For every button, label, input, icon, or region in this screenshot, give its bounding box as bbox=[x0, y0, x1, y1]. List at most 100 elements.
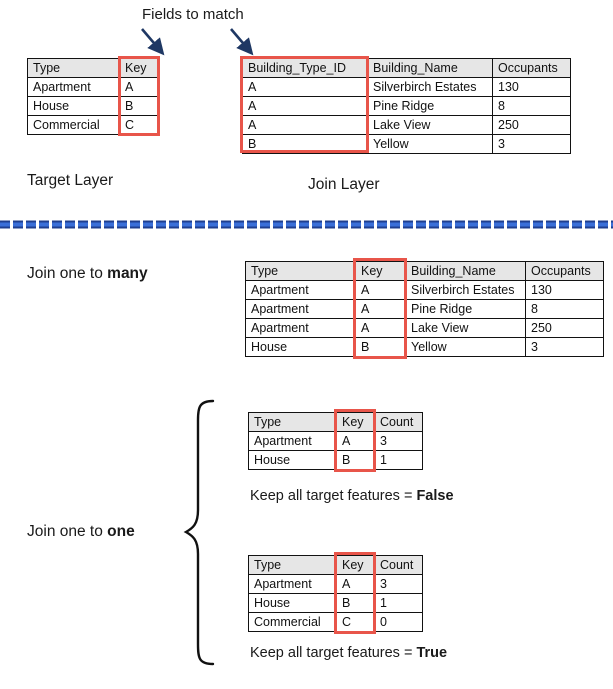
cell-occupants: 130 bbox=[492, 77, 571, 97]
table-row: A Lake View 250 bbox=[242, 115, 571, 135]
join-one-to-one-label: Join one to one bbox=[27, 523, 135, 541]
cell-building-name: Silverbirch Estates bbox=[405, 280, 526, 300]
cell-occupants: 3 bbox=[492, 134, 571, 154]
table-row: Apartment A Lake View 250 bbox=[245, 318, 604, 338]
column-header-occupants: Occupants bbox=[525, 261, 604, 281]
cell-building-type-id: B bbox=[242, 134, 368, 154]
column-header-type: Type bbox=[245, 261, 356, 281]
one-to-one-true-table-wrap: Type Key Count Apartment A 3 House B 1 C… bbox=[248, 552, 423, 634]
table-row: Apartment A bbox=[27, 77, 158, 97]
blue-dashed-divider-icon bbox=[0, 219, 613, 231]
target-layer-table-wrap: Type Key Apartment A House B Commercial … bbox=[27, 56, 160, 136]
table-row: Apartment A Pine Ridge 8 bbox=[245, 299, 604, 319]
column-header-type: Type bbox=[27, 58, 120, 78]
cell-key: B bbox=[119, 96, 158, 116]
column-header-key: Key bbox=[119, 58, 158, 78]
cell-key: A bbox=[119, 77, 158, 97]
cell-type: Apartment bbox=[245, 280, 356, 300]
cell-building-type-id: A bbox=[242, 96, 368, 116]
target-layer-table: Type Key Apartment A House B Commercial … bbox=[27, 58, 158, 135]
arrow-down-right-icon-left bbox=[141, 28, 165, 56]
join-one-to-many-label: Join one to many bbox=[27, 265, 148, 283]
cell-building-type-id: A bbox=[242, 115, 368, 135]
cell-building-name: Lake View bbox=[367, 115, 493, 135]
table-row: House B 1 bbox=[248, 593, 423, 613]
cell-building-name: Yellow bbox=[367, 134, 493, 154]
cell-count: 1 bbox=[374, 450, 423, 470]
column-header-building-type-id: Building_Type_ID bbox=[242, 58, 368, 78]
column-header-occupants: Occupants bbox=[492, 58, 571, 78]
cell-building-name: Pine Ridge bbox=[367, 96, 493, 116]
table-header-row: Type Key bbox=[27, 58, 158, 78]
keep-all-note-value: False bbox=[416, 488, 454, 504]
cell-type: Commercial bbox=[248, 612, 337, 632]
cell-type: House bbox=[248, 450, 337, 470]
column-header-building-name: Building_Name bbox=[405, 261, 526, 281]
cell-building-type-id: A bbox=[242, 77, 368, 97]
cell-count: 3 bbox=[374, 431, 423, 451]
table-header-row: Building_Type_ID Building_Name Occupants bbox=[242, 58, 571, 78]
cell-count: 0 bbox=[374, 612, 423, 632]
table-row: House B 1 bbox=[248, 450, 423, 470]
table-row: Apartment A 3 bbox=[248, 574, 423, 594]
cell-occupants: 8 bbox=[492, 96, 571, 116]
cell-key: C bbox=[336, 612, 375, 632]
table-row: Commercial C 0 bbox=[248, 612, 423, 632]
keep-all-note-prefix: Keep all target features = bbox=[250, 488, 417, 504]
join-layer-table-wrap: Building_Type_ID Building_Name Occupants… bbox=[240, 56, 571, 154]
cell-occupants: 250 bbox=[525, 318, 604, 338]
table-header-row: Type Key Building_Name Occupants bbox=[245, 261, 604, 281]
cell-key: C bbox=[119, 115, 158, 135]
cell-type: Apartment bbox=[248, 431, 337, 451]
cell-key: B bbox=[355, 337, 406, 357]
cell-type: House bbox=[248, 593, 337, 613]
keep-all-target-features-true-note: Keep all target features = True bbox=[250, 645, 447, 661]
table-row: Apartment A Silverbirch Estates 130 bbox=[245, 280, 604, 300]
table-row: A Pine Ridge 8 bbox=[242, 96, 571, 116]
cell-occupants: 3 bbox=[525, 337, 604, 357]
table-header-row: Type Key Count bbox=[248, 555, 423, 575]
join-one-to-many-label-emphasis: many bbox=[107, 265, 148, 282]
cell-count: 3 bbox=[374, 574, 423, 594]
column-header-count: Count bbox=[374, 555, 423, 575]
keep-all-note-prefix: Keep all target features = bbox=[250, 645, 417, 661]
one-to-many-table-wrap: Type Key Building_Name Occupants Apartme… bbox=[245, 258, 604, 359]
cell-building-name: Pine Ridge bbox=[405, 299, 526, 319]
cell-type: House bbox=[245, 337, 356, 357]
column-header-type: Type bbox=[248, 555, 337, 575]
one-to-one-false-table: Type Key Count Apartment A 3 House B 1 bbox=[248, 412, 423, 470]
join-one-to-many-label-prefix: Join one to bbox=[27, 265, 108, 282]
cell-building-name: Lake View bbox=[405, 318, 526, 338]
table-header-row: Type Key Count bbox=[248, 412, 423, 432]
join-layer-caption: Join Layer bbox=[308, 176, 380, 193]
cell-type: Apartment bbox=[245, 318, 356, 338]
cell-key: B bbox=[336, 593, 375, 613]
cell-key: A bbox=[336, 431, 375, 451]
table-row: B Yellow 3 bbox=[242, 134, 571, 154]
cell-occupants: 130 bbox=[525, 280, 604, 300]
cell-key: A bbox=[355, 280, 406, 300]
column-header-count: Count bbox=[374, 412, 423, 432]
target-layer-caption: Target Layer bbox=[27, 172, 114, 189]
cell-building-name: Yellow bbox=[405, 337, 526, 357]
join-layer-table: Building_Type_ID Building_Name Occupants… bbox=[242, 58, 571, 154]
cell-count: 1 bbox=[374, 593, 423, 613]
keep-all-target-features-false-note: Keep all target features = False bbox=[250, 488, 454, 504]
table-row: Commercial C bbox=[27, 115, 158, 135]
cell-key: A bbox=[336, 574, 375, 594]
cell-type: Apartment bbox=[245, 299, 356, 319]
cell-type: House bbox=[27, 96, 120, 116]
one-to-one-false-table-wrap: Type Key Count Apartment A 3 House B 1 bbox=[248, 409, 423, 472]
join-one-to-one-label-emphasis: one bbox=[107, 523, 135, 540]
cell-key: A bbox=[355, 318, 406, 338]
cell-type: Apartment bbox=[248, 574, 337, 594]
cell-key: A bbox=[355, 299, 406, 319]
column-header-key: Key bbox=[336, 555, 375, 575]
cell-type: Apartment bbox=[27, 77, 120, 97]
cell-occupants: 8 bbox=[525, 299, 604, 319]
table-row: House B bbox=[27, 96, 158, 116]
cell-type: Commercial bbox=[27, 115, 120, 135]
keep-all-note-value: True bbox=[416, 645, 448, 661]
table-row: Apartment A 3 bbox=[248, 431, 423, 451]
